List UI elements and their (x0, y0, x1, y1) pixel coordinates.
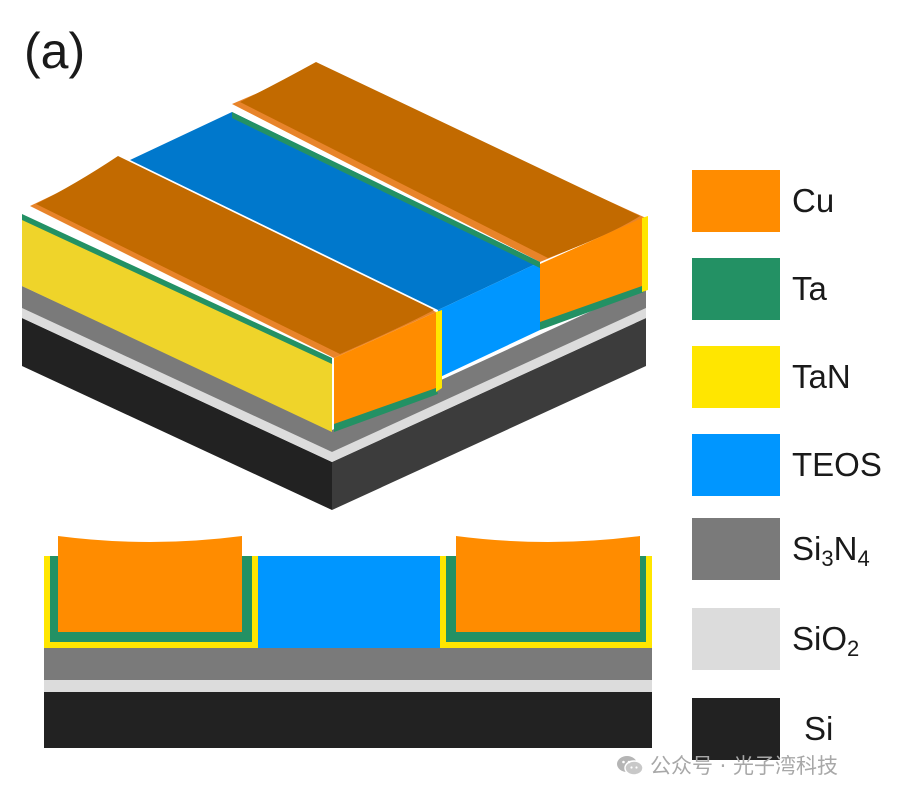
legend-swatch-cu (692, 170, 780, 232)
teos-cross (258, 556, 440, 648)
legend-item-si: Si (692, 698, 892, 760)
legend-swatch-tan (692, 346, 780, 408)
legend-swatch-si3n4 (692, 518, 780, 580)
si3n4-layer-cross (44, 648, 652, 680)
si-layer-cross (44, 692, 652, 748)
watermark-text: 公众号 · 光子湾科技 (650, 754, 839, 778)
legend-swatch-ta (692, 258, 780, 320)
legend-label-sio2: SiO2 (792, 620, 860, 661)
ta-line-front-front-edge (334, 388, 438, 432)
cu-line-right-cross (456, 536, 640, 632)
legend-swatch-si (692, 698, 780, 760)
si-layer-left-face (22, 318, 332, 510)
teos-top-face (130, 112, 540, 310)
cu-line-front-top (36, 156, 434, 354)
teos-front-face (438, 262, 540, 378)
legend-item-si3n4: Si3N4 (692, 518, 892, 580)
cu-line-back-top (240, 62, 640, 258)
cu-line-left-cross (58, 536, 242, 632)
legend-label-teos: TEOS (792, 446, 882, 483)
legend-item-cu: Cu (692, 170, 892, 232)
tan-block-left-face (22, 218, 332, 432)
legend-swatch-sio2 (692, 608, 780, 670)
wechat-icon (617, 756, 644, 776)
legend-label-cu: Cu (792, 182, 835, 219)
legend-label-si3n4: Si3N4 (792, 530, 870, 571)
legend-label-ta: Ta (792, 270, 827, 307)
ta-line-back-edge (232, 112, 540, 268)
ta-block-top-edge (22, 214, 332, 364)
si-layer-right-face (332, 318, 646, 510)
si3n4-layer-right-face (332, 286, 646, 452)
ta-line-back-front-edge (540, 286, 644, 330)
legend-item-ta: Ta (692, 258, 892, 320)
si3n4-layer-left-face (22, 286, 332, 452)
legend-item-teos: TEOS (692, 434, 892, 496)
legend-item-sio2: SiO2 (692, 608, 892, 670)
sio2-layer-right-face (332, 308, 646, 462)
sio2-layer-left-face (22, 308, 332, 462)
panel-label: (a) (24, 23, 86, 79)
watermark: 公众号 · 光子湾科技 (616, 750, 838, 780)
legend-item-tan: TaN (692, 346, 892, 408)
legend: Cu Ta TaN TEOS Si3N4 SiO2 Si (692, 170, 892, 760)
legend-swatch-teos (692, 434, 780, 496)
tan-line-front-edge (436, 310, 442, 392)
tan-line-back-front-edge (642, 216, 648, 292)
legend-label-tan: TaN (792, 358, 851, 395)
legend-label-si: Si (804, 710, 834, 747)
sio2-layer-cross (44, 680, 652, 692)
cu-line-back-front (540, 218, 642, 328)
